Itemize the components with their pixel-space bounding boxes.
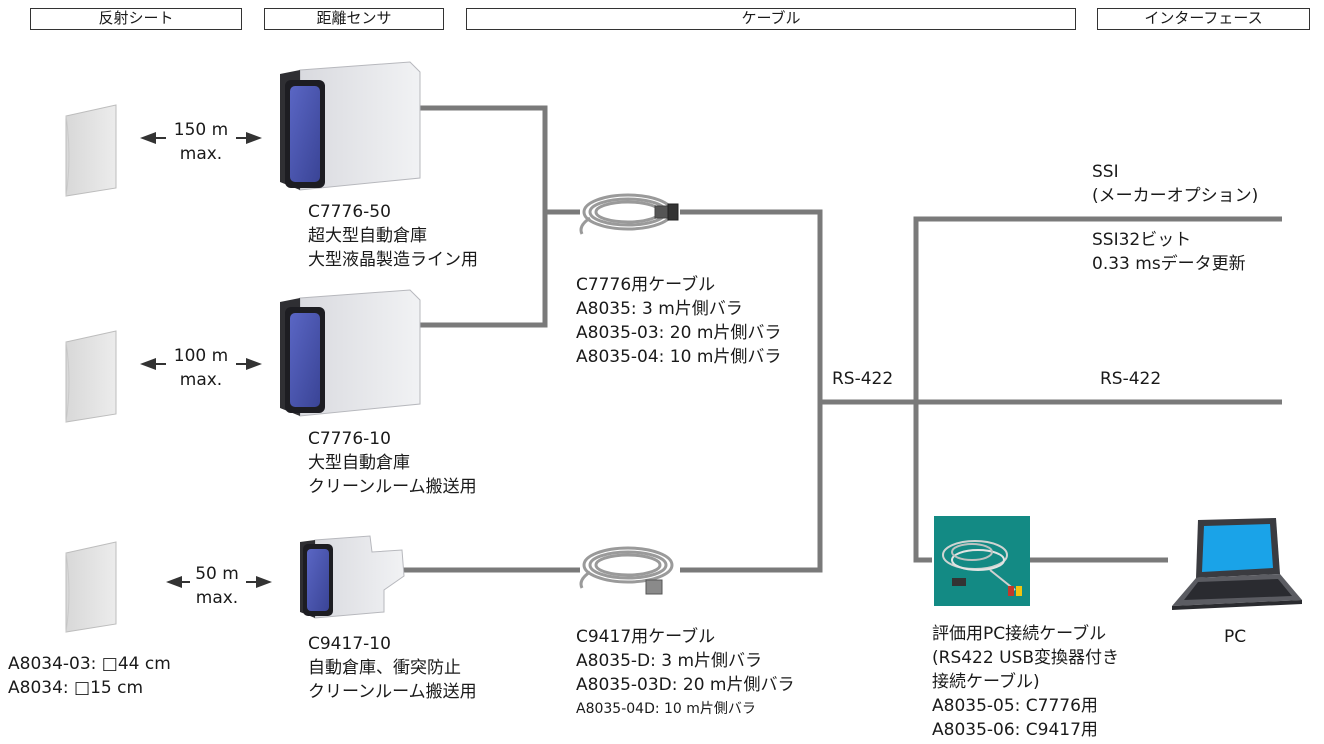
- header-interface: インターフェース: [1097, 8, 1310, 30]
- distance-arrow-icon: [166, 576, 272, 588]
- header-reflector: 反射シート: [30, 8, 242, 30]
- eval-cable-desc-1: (RS422 USB変換器付き: [932, 648, 1119, 668]
- distance-arrow-icon: [140, 132, 262, 144]
- laptop-pc-icon: [1172, 518, 1302, 610]
- header-cable: ケーブル: [466, 8, 1076, 30]
- range-max: max.: [179, 144, 223, 164]
- distance-arrow-icon: [140, 358, 262, 370]
- sensor-c9417-10-label: C9417-10 自動倉庫、衝突防止 クリーンルーム搬送用: [308, 632, 477, 704]
- cable-title: C7776用ケーブル: [576, 275, 716, 295]
- rs422-mid-label: RS-422: [832, 369, 894, 389]
- eval-cable-label: 評価用PC接続ケーブル (RS422 USB変換器付き 接続ケーブル) A803…: [932, 622, 1119, 742]
- range-label-150m: 150 m max.: [168, 118, 234, 166]
- reflector-sheet-icon: [65, 330, 117, 423]
- range-distance: 100 m: [173, 346, 229, 366]
- sensor-use-2: 大型液晶製造ライン用: [308, 250, 478, 270]
- cable-option-2: A8035-03: 20 m片側バラ: [576, 323, 782, 343]
- ssi-spec-label: SSI32ビット 0.33 msデータ更新: [1092, 228, 1246, 276]
- eval-cable-desc-2: 接続ケーブル): [932, 672, 1040, 692]
- cable-option-3: A8035-04: 10 m片側バラ: [576, 347, 782, 367]
- coiled-cable-c7776-icon: [579, 193, 679, 235]
- rs422-interface-label: RS-422: [1100, 369, 1162, 389]
- ssi-update: 0.33 msデータ更新: [1092, 254, 1246, 274]
- reflector-sizes: A8034-03: □44 cm A8034: □15 cm: [8, 652, 171, 700]
- cable-option-2: A8035-03D: 20 m片側バラ: [576, 675, 795, 695]
- sensor-c7776-10-icon: [280, 289, 421, 417]
- eval-cable-model-2: A8035-06: C9417用: [932, 720, 1098, 740]
- sensor-use-1: 超大型自動倉庫: [308, 226, 427, 246]
- cable-c9417-label: C9417用ケーブル A8035-D: 3 m片側バラ A8035-03D: 2…: [576, 625, 794, 721]
- eval-cable-title: 評価用PC接続ケーブル: [932, 624, 1107, 644]
- sensor-use-2: クリーンルーム搬送用: [308, 477, 477, 497]
- eval-cable-photo-icon: [934, 516, 1030, 606]
- ssi-title: SSI: [1092, 162, 1119, 182]
- sensor-model: C7776-50: [308, 202, 391, 222]
- range-distance: 150 m: [173, 120, 229, 140]
- cable-title: C9417用ケーブル: [576, 627, 716, 647]
- reflector-sheet-icon: [65, 541, 117, 633]
- sensor-model: C9417-10: [308, 634, 391, 654]
- range-label-50m: 50 m max.: [184, 562, 250, 610]
- pc-label: PC: [1224, 627, 1247, 647]
- range-label-100m: 100 m max.: [168, 344, 234, 392]
- ssi-option: (メーカーオプション): [1092, 186, 1259, 206]
- range-max: max.: [195, 588, 239, 608]
- cable-option-1: A8035: 3 m片側バラ: [576, 299, 743, 319]
- range-distance: 50 m: [195, 564, 239, 584]
- header-sensor: 距離センサ: [264, 8, 444, 30]
- reflector-sheet-icon: [65, 104, 117, 197]
- sensor-use-2: クリーンルーム搬送用: [308, 682, 477, 702]
- coiled-cable-c9417-icon: [579, 546, 674, 595]
- cable-wires: [385, 105, 1282, 573]
- sensor-c7776-50-icon: [280, 61, 421, 191]
- ssi-interface-label: SSI (メーカーオプション): [1092, 160, 1258, 208]
- sensor-use-1: 大型自動倉庫: [308, 453, 410, 473]
- cable-option-1: A8035-D: 3 m片側バラ: [576, 651, 763, 671]
- cable-option-3: A8035-04D: 10 m片側バラ: [576, 701, 756, 717]
- sensor-c7776-10-label: C7776-10 大型自動倉庫 クリーンルーム搬送用: [308, 427, 477, 499]
- sensor-c9417-10-icon: [300, 535, 405, 619]
- ssi-bits: SSI32ビット: [1092, 230, 1192, 250]
- reflector-size-b: A8034: □15 cm: [8, 678, 144, 698]
- reflector-size-a: A8034-03: □44 cm: [8, 654, 171, 674]
- sensor-c7776-50-label: C7776-50 超大型自動倉庫 大型液晶製造ライン用: [308, 200, 478, 272]
- eval-cable-model-1: A8035-05: C7776用: [932, 696, 1098, 716]
- cable-c7776-label: C7776用ケーブル A8035: 3 m片側バラ A8035-03: 20 m…: [576, 273, 781, 369]
- range-max: max.: [179, 370, 223, 390]
- sensor-model: C7776-10: [308, 429, 391, 449]
- sensor-use-1: 自動倉庫、衝突防止: [308, 658, 461, 678]
